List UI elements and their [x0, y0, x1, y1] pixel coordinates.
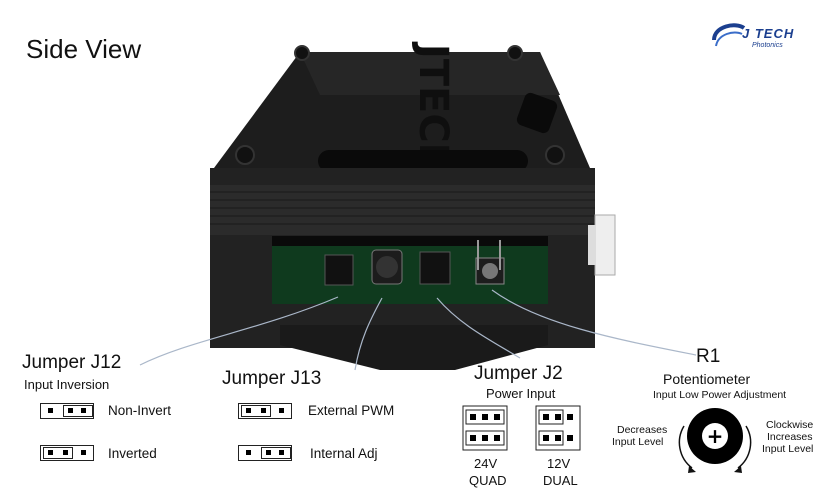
r1-cw-line3: Input Level [762, 443, 814, 455]
j12-option-noninvert: Non-Invert [108, 403, 172, 418]
j12-title: Jumper J12 [22, 352, 122, 373]
r1-knob-diagram: + [678, 408, 752, 473]
j2-title: Jumper J2 [474, 363, 563, 384]
page-title: Side View [26, 34, 142, 64]
j2-right-line1: 12V [547, 456, 571, 471]
j2-dual-diagram [535, 405, 581, 451]
r1-cw-line1: Clockwise [766, 419, 814, 431]
j13-option-external-pwm: External PWM [308, 403, 395, 418]
j2-left-line2: QUAD [469, 473, 507, 488]
r1-type: Potentiometer [663, 371, 751, 387]
j12-option-inverted: Inverted [108, 446, 157, 461]
j13-title: Jumper J13 [222, 368, 322, 389]
logo-swoosh-icon [712, 23, 746, 47]
j12-noninvert-diagram [40, 403, 94, 419]
logo-sub: Photonics [752, 42, 783, 49]
j2-desc: Power Input [486, 386, 556, 401]
r1-desc: Input Low Power Adjustment [653, 389, 787, 401]
j2-quad-diagram [462, 405, 508, 451]
j2-left-line1: 24V [474, 456, 498, 471]
r1-ccw-line1: Decreases [617, 424, 668, 436]
r1-knob-symbol: + [707, 424, 724, 448]
j13-option-internal-adj: Internal Adj [310, 446, 378, 461]
r1-cw-line2: Increases [767, 431, 813, 443]
r1-ccw-line2: Input Level [612, 436, 664, 448]
j12-desc: Input Inversion [24, 377, 110, 392]
logo-brand: J TECH [742, 26, 795, 41]
company-logo: J TECH Photonics [708, 18, 816, 58]
j13-internal-diagram [238, 445, 292, 461]
j12-inverted-diagram [40, 445, 94, 461]
j2-right-line2: DUAL [543, 473, 578, 488]
j13-external-diagram [238, 403, 292, 419]
r1-title: R1 [696, 346, 721, 367]
